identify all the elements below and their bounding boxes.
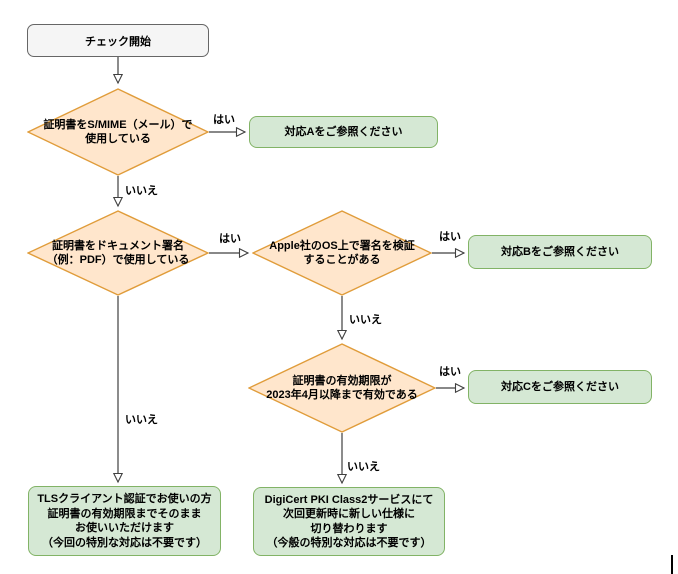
decision-apple-text: Apple社のOS上で署名を検証 することがある: [252, 210, 432, 296]
result-a-label: 対応Aをご参照ください: [284, 125, 403, 138]
decision-expiry-date: 証明書の有効期限が 2023年4月以降まで有効である: [248, 343, 436, 433]
result-b-node: 対応Bをご参照ください: [468, 235, 652, 269]
edge-label-no-d2: いいえ: [124, 411, 159, 427]
edge-label-no-d3: いいえ: [348, 311, 383, 327]
decision-line: Apple社のOS上で署名を検証: [269, 240, 415, 252]
result-tls-line: 証明書の有効期限までそのまま: [47, 507, 202, 520]
decision-line: 証明書をS/MIME（メール）で: [43, 119, 193, 131]
edge-label-yes-d4: はい: [438, 363, 462, 379]
result-tls-line: お使いいただけます: [75, 522, 174, 534]
text-cursor-artifact: [671, 555, 673, 574]
edge-label-no-d4: いいえ: [346, 458, 381, 474]
decision-document-text: 証明書をドキュメント署名 （例：PDF）で使用している: [27, 210, 209, 296]
result-c-label: 対応Cをご参照ください: [501, 380, 619, 393]
decision-line: することがある: [303, 254, 381, 266]
diamond-shape: [248, 343, 436, 433]
decision-line: 使用している: [85, 133, 151, 145]
diamond-shape: [27, 210, 209, 296]
result-digicert-line: 切り替わります: [310, 522, 388, 535]
edge-label-yes-d2: はい: [218, 230, 242, 246]
edge-label-no-d1: いいえ: [124, 182, 159, 198]
result-a-node: 対応Aをご参照ください: [249, 116, 438, 148]
result-tls-line: TLSクライアント認証でお使いの方: [37, 493, 212, 505]
decision-smime-text: 証明書をS/MIME（メール）で 使用している: [27, 88, 209, 176]
diamond-shape: [27, 88, 209, 176]
decision-line: （例：PDF）で使用している: [46, 254, 190, 266]
start-node: チェック開始: [27, 24, 209, 57]
result-c-node: 対応Cをご参照ください: [468, 370, 652, 404]
diamond-shape: [252, 210, 432, 296]
result-b-label: 対応Bをご参照ください: [501, 245, 619, 258]
result-digicert-node: DigiCert PKI Class2サービスにて 次回更新時に新しい仕様に 切…: [253, 487, 445, 556]
result-tls-line: （今回の特別な対応は不要です）: [42, 536, 207, 549]
result-digicert-line: DigiCert PKI Class2サービスにて: [264, 493, 434, 506]
result-digicert-line: 次回更新時に新しい仕様に: [283, 508, 415, 520]
decision-smime-usage: 証明書をS/MIME（メール）で 使用している: [27, 88, 209, 176]
decision-expiry-text: 証明書の有効期限が 2023年4月以降まで有効である: [248, 343, 436, 433]
decision-document-signing: 証明書をドキュメント署名 （例：PDF）で使用している: [27, 210, 209, 296]
decision-apple-os: Apple社のOS上で署名を検証 することがある: [252, 210, 432, 296]
edge-label-yes-d3: はい: [438, 228, 462, 244]
decision-line: 証明書をドキュメント署名: [52, 240, 184, 252]
decision-line: 証明書の有効期限が: [292, 375, 392, 387]
result-tls-node: TLSクライアント認証でお使いの方 証明書の有効期限までそのまま お使いいただけ…: [28, 486, 221, 556]
decision-line: 2023年4月以降まで有効である: [266, 389, 418, 401]
start-node-label: チェック開始: [85, 35, 151, 48]
result-digicert-line: （今般の特別な対応は不要です）: [266, 537, 432, 549]
edge-label-yes-d1: はい: [212, 111, 236, 127]
